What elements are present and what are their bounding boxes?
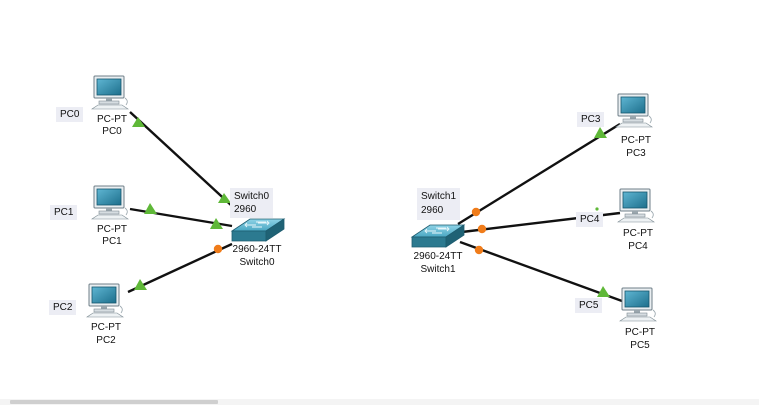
link-up-indicator <box>144 203 157 214</box>
device-tag-pc2[interactable]: PC2 <box>49 300 77 315</box>
switch-icon[interactable] <box>231 218 285 242</box>
desktop-pc-icon[interactable] <box>615 93 653 128</box>
device-tag-pc5[interactable]: PC5 <box>575 298 603 313</box>
device-tag-pc1[interactable]: PC1 <box>50 205 78 220</box>
link-pc1-switch0[interactable] <box>129 203 233 229</box>
switch0-tag-model: 2960 <box>234 204 257 215</box>
link-switch1-pc5[interactable] <box>459 240 623 303</box>
pc0-model-label: PC-PT <box>97 114 127 125</box>
pc1-name-label: PC1 <box>102 236 122 247</box>
device-tag-switch0[interactable]: Switch0 2960 <box>230 188 274 218</box>
link-up-indicator <box>218 193 231 203</box>
pc2-name-label: PC2 <box>96 335 116 346</box>
pc5-name-label: PC5 <box>630 340 650 351</box>
horizontal-scrollbar[interactable] <box>0 399 759 405</box>
desktop-pc-icon[interactable] <box>619 287 657 322</box>
link-up-indicator <box>210 218 223 229</box>
switch1-name-label: Switch1 <box>420 264 456 275</box>
desktop-pc-icon[interactable] <box>91 75 129 110</box>
link-up-indicator <box>132 117 145 127</box>
scrollbar-thumb[interactable] <box>10 400 218 404</box>
switch1-tag-name: Switch1 <box>421 191 457 202</box>
device-tag-pc4[interactable]: PC4 <box>576 212 604 227</box>
link-pc2-switch0[interactable] <box>127 242 233 294</box>
switch0-name-label: Switch0 <box>239 257 275 268</box>
link-down-indicator <box>474 245 484 255</box>
switch1-model-label: 2960-24TT <box>413 251 463 262</box>
desktop-pc-icon[interactable] <box>617 188 655 223</box>
desktop-pc-icon[interactable] <box>91 185 129 220</box>
pc0-name-label: PC0 <box>102 126 122 137</box>
link-switch1-pc3[interactable] <box>457 122 621 226</box>
switch-icon[interactable] <box>411 224 465 248</box>
link-up-indicator <box>134 279 147 290</box>
switch1-tag-model: 2960 <box>421 205 444 216</box>
link-up-indicator <box>595 207 599 211</box>
link-pc0-switch0[interactable] <box>129 111 233 207</box>
switch0-model-label: 2960-24TT <box>232 244 282 255</box>
device-tag-pc3[interactable]: PC3 <box>577 112 605 127</box>
pc2-model-label: PC-PT <box>91 322 121 333</box>
pc4-name-label: PC4 <box>628 241 648 252</box>
desktop-pc-icon[interactable] <box>86 283 124 318</box>
pc4-model-label: PC-PT <box>623 228 653 239</box>
device-tag-switch1[interactable]: Switch1 2960 <box>417 188 461 220</box>
link-down-indicator <box>471 207 481 217</box>
link-up-indicator <box>594 127 607 138</box>
link-up-indicator <box>597 286 610 297</box>
pc1-model-label: PC-PT <box>97 224 127 235</box>
pc5-model-label: PC-PT <box>625 327 655 338</box>
pc3-name-label: PC3 <box>626 148 646 159</box>
device-tag-pc0[interactable]: PC0 <box>56 107 84 122</box>
link-down-indicator <box>213 244 223 254</box>
link-down-indicator <box>477 224 487 234</box>
pc3-model-label: PC-PT <box>621 135 651 146</box>
switch0-tag-name: Switch0 <box>234 191 270 202</box>
